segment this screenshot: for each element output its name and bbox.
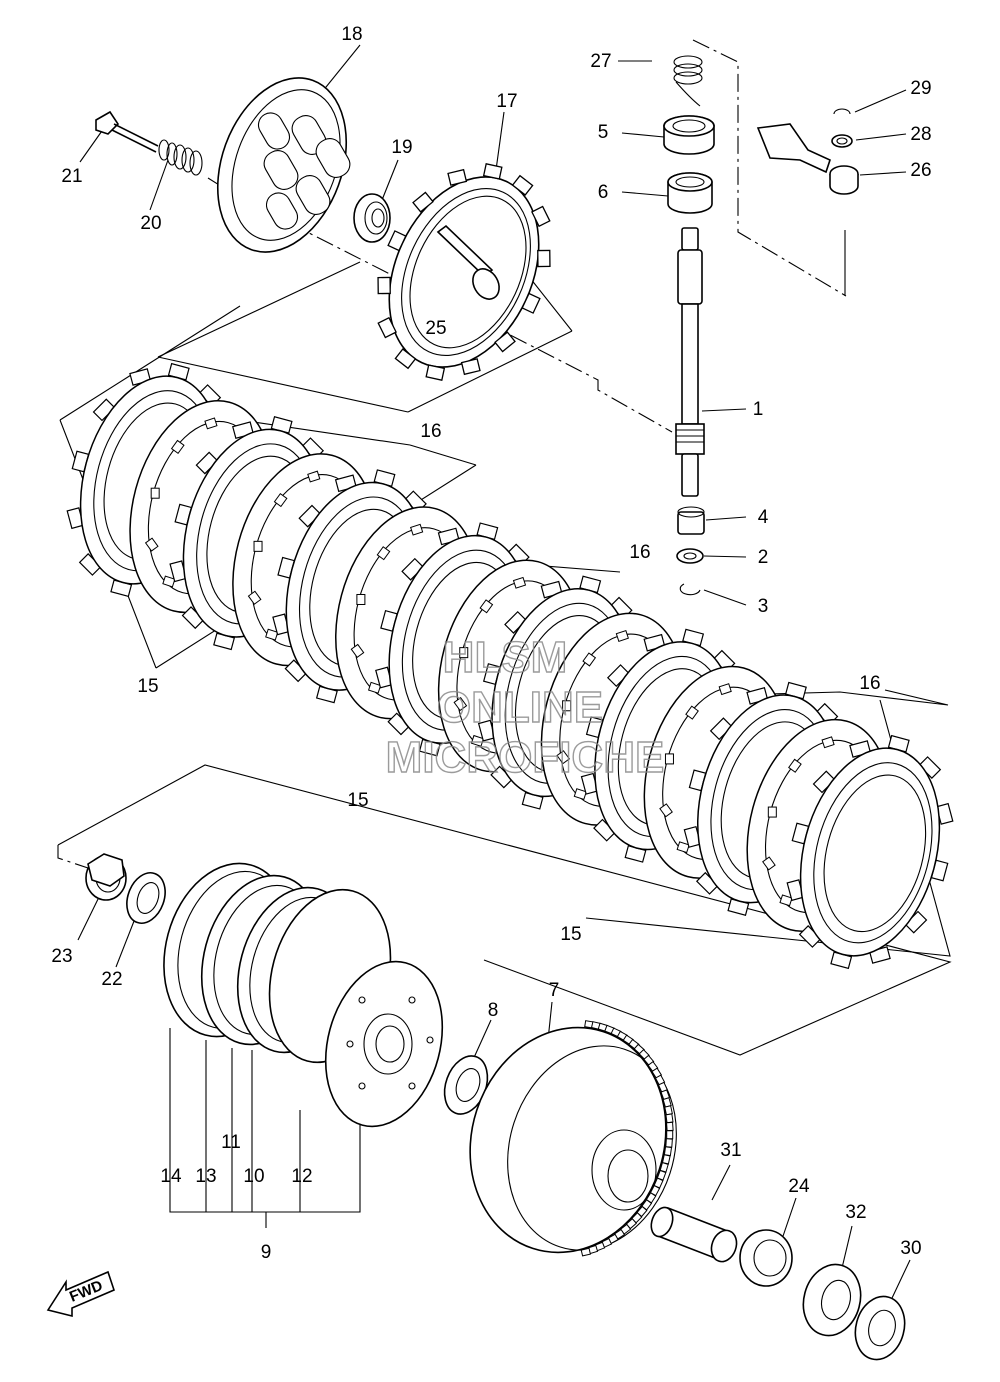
label-1: 1 xyxy=(753,399,764,420)
label-31: 31 xyxy=(720,1140,741,1161)
bearing-4 xyxy=(677,506,705,535)
label-14: 14 xyxy=(160,1166,182,1187)
label-15-mid: 15 xyxy=(347,790,368,811)
label-17: 17 xyxy=(496,91,517,112)
pressure-plate-18 xyxy=(216,77,351,253)
washer-22 xyxy=(126,872,166,924)
label-16-right: 16 xyxy=(859,673,880,694)
label-15-left: 15 xyxy=(137,676,158,697)
label-20: 20 xyxy=(140,213,161,234)
label-13: 13 xyxy=(195,1166,216,1187)
push-rod-25 xyxy=(436,224,500,300)
label-10: 10 xyxy=(243,1166,264,1187)
label-9: 9 xyxy=(261,1242,272,1263)
label-11: 11 xyxy=(221,1132,241,1153)
label-24: 24 xyxy=(788,1176,810,1197)
clutch-plate-stack xyxy=(66,362,954,970)
label-25: 25 xyxy=(425,318,446,339)
leader-lines xyxy=(77,44,911,1316)
label-32: 32 xyxy=(845,1202,866,1223)
label-28: 28 xyxy=(910,124,931,145)
label-23: 23 xyxy=(51,946,72,967)
push-lever-shaft-1 xyxy=(675,227,705,497)
nut-23 xyxy=(85,853,127,901)
label-27: 27 xyxy=(590,51,611,72)
watermark-line-1: HLSM xyxy=(443,633,568,682)
oil-seal-5 xyxy=(663,115,715,155)
label-5: 5 xyxy=(598,122,609,143)
watermark-line-2: ONLINE xyxy=(437,683,603,732)
friction-plate-17 xyxy=(377,163,551,381)
label-6: 6 xyxy=(598,182,609,203)
washer-2 xyxy=(676,548,704,564)
label-16-mid: 16 xyxy=(629,542,650,563)
label-8: 8 xyxy=(488,1000,499,1021)
watermark-line-3: MICROFICHE xyxy=(386,733,665,782)
fwd-direction-arrow: FWD xyxy=(46,1270,115,1318)
label-22: 22 xyxy=(101,969,122,990)
clutch-boss-assembly-9 xyxy=(163,862,444,1128)
needle-bearing-24 xyxy=(739,1229,793,1287)
spacer-31 xyxy=(650,1206,738,1263)
gear-32 xyxy=(802,1263,862,1337)
label-21: 21 xyxy=(61,166,82,187)
label-3: 3 xyxy=(758,596,769,617)
circlip-3 xyxy=(679,583,701,596)
label-16-top: 16 xyxy=(420,421,441,442)
bearing-6 xyxy=(667,172,713,214)
washer-30 xyxy=(854,1295,906,1361)
label-29: 29 xyxy=(910,78,931,99)
label-18: 18 xyxy=(341,24,362,45)
spring-27 xyxy=(673,55,703,107)
label-30: 30 xyxy=(900,1238,921,1259)
friction-plate-15 xyxy=(786,734,954,970)
primary-driven-gear-7 xyxy=(469,1020,677,1257)
label-19: 19 xyxy=(391,137,412,158)
label-2: 2 xyxy=(758,547,769,568)
label-7: 7 xyxy=(549,980,560,1001)
label-26: 26 xyxy=(910,160,931,181)
label-15-bottom: 15 xyxy=(560,924,581,945)
part-number-labels: 18 17 19 21 20 25 27 5 6 29 28 26 1 16 4… xyxy=(51,24,931,1263)
spring-20 xyxy=(158,139,203,176)
clip-29 xyxy=(833,108,851,115)
bearing-19 xyxy=(353,193,391,243)
bolt-21 xyxy=(95,110,159,153)
lever-26 xyxy=(756,123,859,195)
label-12: 12 xyxy=(291,1166,312,1187)
label-4: 4 xyxy=(758,507,769,528)
washer-28 xyxy=(831,134,853,148)
watermark: HLSM ONLINE MICROFICHE xyxy=(385,632,665,782)
